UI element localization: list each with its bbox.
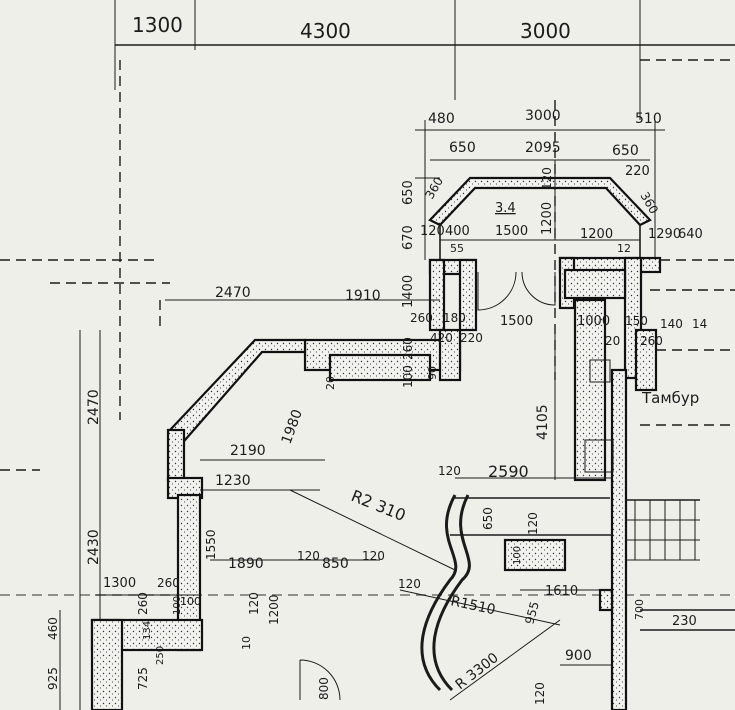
dim-1200-vertical-left: 1200 [267,594,281,625]
dim-260: 260 [410,311,433,325]
dim-220-mid: 220 [460,331,483,345]
dim-120-vertical-left: 120 [247,592,261,615]
dim-260-vertical: 260 [401,337,415,360]
dim-120-vertical: 120 [540,167,554,190]
dim-120-right-a: 120 [438,464,461,478]
dim-650-left: 650 [449,140,476,156]
dim-10: 10 [240,636,253,650]
dim-925-vertical: 925 [46,667,60,690]
dim-250: 250 [155,646,166,665]
dim-260-vertical-left: 260 [136,592,150,615]
top-dim-1300: 1300 [132,13,183,37]
dimension-lines [95,299,612,701]
walls [90,256,662,710]
dim-260-right: 260 [640,334,663,348]
dim-640: 640 [678,227,703,242]
curved-walls [420,494,614,692]
dim-955: 955 [522,600,541,626]
bay-window [415,120,665,260]
dim-180: 180 [443,311,466,325]
dim-1610: 1610 [545,584,578,599]
dim-2590: 2590 [488,462,529,481]
dim-2095: 2095 [525,140,561,156]
dim-150: 150 [625,314,648,328]
dim-420: 420 [430,331,453,345]
dim-120-bay: 120 [420,224,445,239]
dim-4105-vertical: 4105 [535,404,551,440]
top-dim-3000: 3000 [520,19,571,43]
dim-1290: 1290 [648,227,681,242]
dim-2190: 2190 [230,443,266,459]
dim-20: 20 [605,334,620,348]
dim-100-left: 100 [180,595,201,608]
dim-1890: 1890 [228,556,264,572]
dim-3000-bay: 3000 [525,108,561,124]
dim-2470-horizontal: 2470 [215,285,251,301]
dim-140: 140 [660,317,683,331]
dim-400: 400 [445,224,470,239]
dim-460-vertical: 460 [46,617,60,640]
dim-725-vertical: 725 [136,667,150,690]
right-dimension-texts: Тамбур 4105 120 2590 650 120 100 1610 70… [349,389,700,705]
dim-850: 850 [322,556,349,572]
dim-900: 900 [565,648,592,664]
dim-100-vertical: 100 [401,365,415,388]
room-label-tambur: Тамбур [641,389,699,407]
dim-650-right: 650 [612,143,639,159]
dim-1000: 1000 [577,314,610,329]
dim-120-vertical-bottom: 120 [533,682,547,705]
mid-dimension-texts: 2470 1910 1400 260 180 1500 1000 150 140… [215,275,707,390]
dim-2430-vertical: 2430 [86,529,102,565]
dim-100-vertical-right: 100 [512,546,523,565]
dim-1550-vertical: 1550 [204,529,218,560]
dim-120-curve: 120 [398,577,421,591]
dim-100-vertical-left: 100 [172,596,183,615]
dim-260-left: 260 [157,576,180,590]
dim-1910: 1910 [345,288,381,304]
dim-670-vertical: 670 [401,225,416,250]
dim-1500-bay: 1500 [495,224,528,239]
dim-20-vertical: 20 [324,376,337,390]
dim-510: 510 [635,111,662,127]
dim-120-vertical-right: 120 [526,512,540,535]
stairs [625,499,735,631]
left-dimension-texts: 2470 2430 1980 2190 1230 1550 1890 120 8… [46,389,385,700]
dim-12: 12 [617,242,631,255]
dim-14: 14 [692,317,707,331]
doors [299,271,614,701]
room-label: 3.4 [495,201,516,216]
dim-90-vertical: 90 [426,366,439,380]
dim-120-left-b: 120 [362,549,385,563]
dim-2470-vertical: 2470 [86,389,102,425]
dim-650-vertical: 650 [401,180,416,205]
dim-800-vertical: 800 [317,677,331,700]
dim-1400-vertical: 1400 [401,275,416,308]
dim-700-vertical: 700 [633,599,646,620]
dim-1200-bay: 1200 [580,227,613,242]
dim-55: 55 [450,242,464,255]
dim-480: 480 [428,111,455,127]
dim-1500-mid: 1500 [500,314,533,329]
top-dim-4300: 4300 [300,19,351,43]
dim-1230: 1230 [215,473,251,489]
dim-650-vertical-right: 650 [481,507,495,530]
dim-230: 230 [672,614,697,629]
top-dimension-chain: 1300 4300 3000 [114,0,735,120]
dim-120-left-a: 120 [297,549,320,563]
dim-220: 220 [625,164,650,179]
dim-1300-left: 1300 [103,576,136,591]
dim-1200-vertical: 1200 [540,202,555,235]
dim-134: 134 [142,621,153,640]
